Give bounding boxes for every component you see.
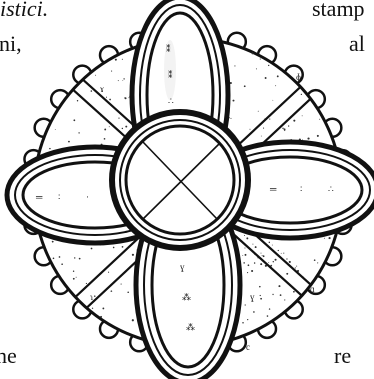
svg-text:ɣ: ɣ — [250, 292, 255, 302]
svg-text:∴: ∴ — [168, 96, 174, 106]
svg-text:c: c — [246, 342, 250, 352]
svg-text:∶: ∶ — [300, 184, 302, 194]
svg-text:⁑: ⁑ — [168, 69, 173, 80]
center-ring — [112, 112, 248, 248]
svg-text:ɸ: ɸ — [296, 72, 301, 82]
svg-text:·: · — [86, 192, 89, 202]
svg-text:∴: ∴ — [328, 184, 334, 194]
svg-text:ɑ: ɑ — [310, 284, 315, 294]
svg-text:═: ═ — [269, 184, 277, 194]
svg-text:═: ═ — [35, 192, 43, 202]
svg-text:⁂: ⁂ — [186, 322, 195, 332]
svg-text:∶: ∶ — [58, 192, 60, 202]
svg-text:⁑: ⁑ — [166, 43, 171, 54]
svg-text:⁂: ⁂ — [182, 292, 191, 302]
svg-text:ɿ: ɿ — [90, 292, 93, 302]
svg-text:ɣ: ɣ — [180, 262, 185, 272]
svg-text:ɤ: ɤ — [100, 84, 104, 94]
